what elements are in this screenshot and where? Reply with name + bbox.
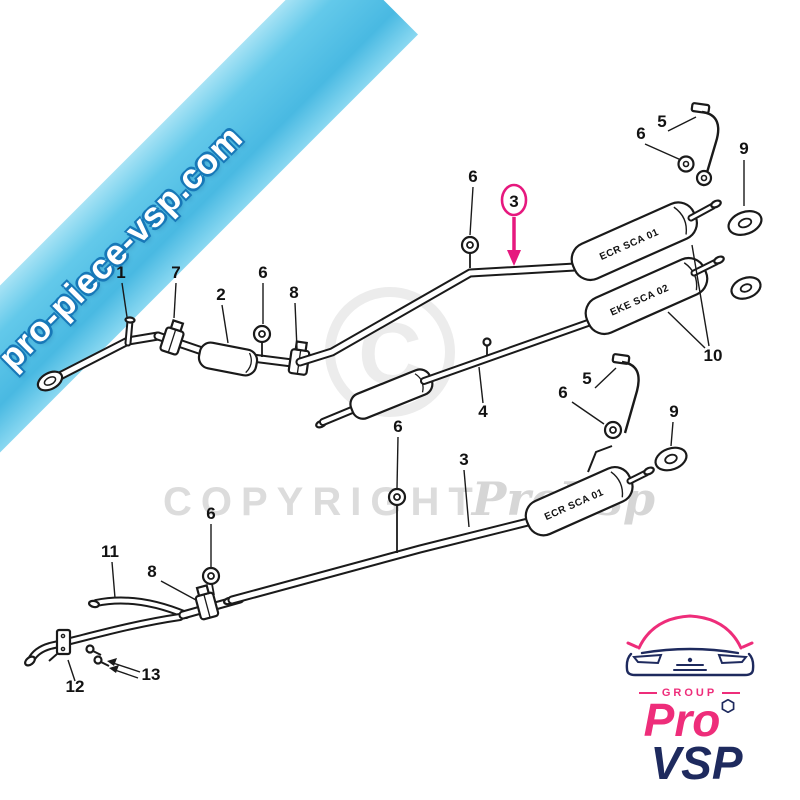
callout-13: 13 [142,665,161,684]
callout-1: 1 [116,263,125,282]
bracket-part-12 [48,628,72,662]
callout-11: 11 [101,542,119,561]
logo-pro-text: Pro [643,693,721,746]
callout-6-b: 6 [468,167,477,186]
rubber-mount-part-6-a [252,324,272,357]
exhaust-isolator-part-9-c [654,446,688,472]
callout-labels: 1 7 2 6 8 6 3 6 5 9 [66,112,749,696]
pink-arrow-icon [507,250,521,266]
callout-10: 10 [704,346,723,365]
callout-9-a: 9 [739,139,748,158]
callout-5-b: 5 [582,369,591,388]
callout-3-highlight: 3 [500,183,528,266]
middle-pipe-part-4 [315,319,592,429]
callout-3-top: 3 [509,192,518,211]
callout-5-a: 5 [657,112,666,131]
callout-6-f: 6 [206,504,215,523]
bolts-part-13 [85,644,110,667]
callout-8-b: 8 [147,562,156,581]
exhaust-isolator-part-9-a [727,210,763,236]
callout-6-e: 6 [393,417,402,436]
dash-right [722,691,741,694]
callout-2: 2 [216,285,225,304]
callout-8-a: 8 [289,283,298,302]
hexagon-icon [721,698,735,713]
upper-long-pipe [295,235,580,367]
dash-left [638,691,657,694]
callout-6-d: 6 [558,383,567,402]
callout-3-bottom: 3 [459,450,468,469]
copyright-text: COPYRIGHT [163,480,482,524]
muffler-middle-outlet [690,255,725,277]
logo-group-text: GROUP [661,686,718,699]
muffler-bottom: ECR SCA 01 [524,466,634,537]
callout-9-b: 9 [669,402,678,421]
rubber-mount-part-6-f [201,566,221,596]
logo-group-line: GROUP [607,687,772,699]
front-downpipe [36,316,163,392]
logo-vsp-text: VSP [650,736,743,789]
rubber-mount-part-6-b [677,155,695,173]
hanger-bracket-part-5-b [603,353,640,440]
provsp-logo: GROUP Pro VSP [607,606,772,789]
callout-7: 7 [171,263,180,282]
callout-4: 4 [478,402,488,421]
callout-6-c: 6 [636,124,645,143]
muffler-bottom-outlet [587,445,655,485]
exhaust-isolator-part-9-b [730,276,762,300]
callout-6-a: 6 [258,263,267,282]
lower-long-pipe [223,487,533,606]
muffler-top-outlet [687,199,722,222]
callout-12: 12 [66,677,85,696]
car-logo-icon [625,614,754,676]
hanger-bracket-part-5-a [690,102,720,187]
clamp-part-8-b [194,584,220,621]
clamp-part-7 [159,319,185,356]
